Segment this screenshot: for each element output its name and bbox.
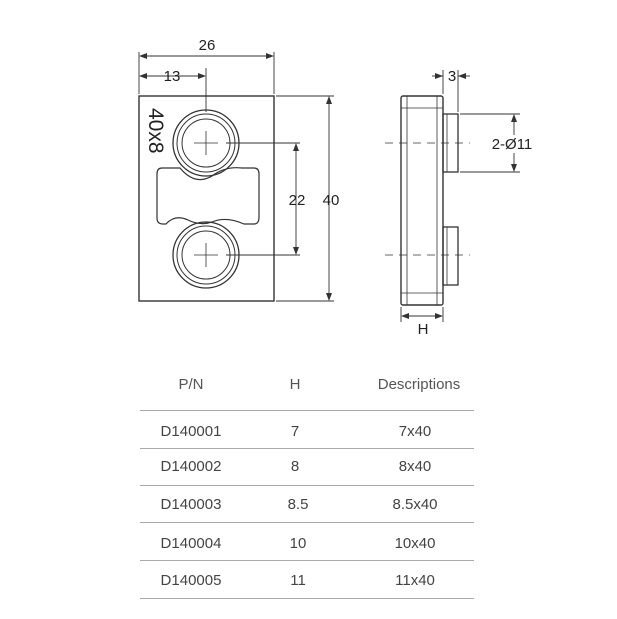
lower-boss	[442, 226, 459, 286]
dim-spacing: 22	[289, 192, 306, 209]
plate-outline	[138, 95, 275, 302]
side-dimensions	[400, 70, 520, 322]
plate-marking: 40x8	[144, 108, 167, 154]
dim-side-h: H	[418, 321, 429, 338]
dim-thickness: 3	[448, 68, 456, 85]
dim-hole-diameter: 2-Ø11	[492, 136, 533, 153]
hole-center-marks	[194, 131, 218, 267]
side-body	[400, 95, 444, 306]
dim-height: 40	[323, 192, 340, 209]
dim-offset: 13	[164, 68, 181, 85]
center-recess	[156, 167, 260, 225]
dim-width: 26	[199, 37, 216, 54]
side-view	[385, 95, 470, 306]
front-dimensions	[138, 52, 334, 302]
front-view: 40x8	[138, 95, 275, 302]
